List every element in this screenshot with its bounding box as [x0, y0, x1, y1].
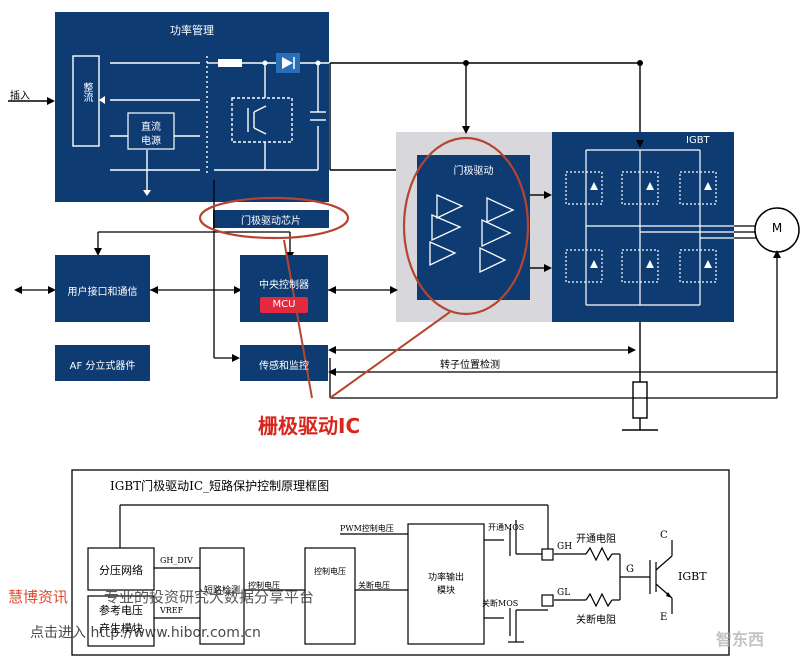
detect-block-label: 短路检测 — [203, 586, 240, 596]
collector-c-label: C — [660, 530, 668, 541]
watermark-brand: 慧博资讯 — [8, 588, 69, 606]
igbt-triangles — [590, 182, 712, 268]
gh-terminal — [541, 548, 554, 561]
callout-gate-driver-ic: 栅极驱动IC — [258, 414, 361, 438]
on-mos-label: 开通MOS — [488, 523, 525, 532]
schematic-frame — [71, 469, 730, 656]
callout-line-left — [283, 239, 313, 399]
control-lines — [20, 180, 777, 398]
schematic-title: IGBT门极驱动IC_短路保护控制原理框图 — [110, 479, 330, 493]
power-output-label-1: 功率输出 — [427, 573, 464, 583]
power-management-title: 功率管理 — [170, 24, 214, 37]
igbt-label: IGBT — [686, 135, 710, 146]
callout-line-right — [329, 311, 451, 399]
off-voltage-label: 关断电压 — [358, 581, 390, 590]
input-label: 插入 — [10, 91, 30, 102]
mcu-label: MCU — [272, 299, 296, 310]
gh-div-label: GH_DIV — [160, 556, 193, 565]
rotor-detect-label: 转子位置检测 — [440, 360, 500, 371]
gl-label: GL — [557, 588, 571, 598]
dc-supply-box — [127, 112, 175, 150]
ref-voltage-label-1: 参考电压 — [99, 604, 143, 617]
gl-terminal — [541, 594, 554, 607]
ref-voltage-label-2: 产生模块 — [99, 622, 143, 635]
highlight-ellipse-chip — [198, 196, 350, 240]
shunt-resistor — [632, 381, 648, 419]
control-voltage-label-2: 控制电压 — [314, 567, 346, 576]
gate-driver-chip-label: 门极驱动芯片 — [241, 216, 301, 227]
resistor-symbol — [218, 59, 242, 67]
watermark-slogan: 专业的投资研究大数据分享平台 — [104, 588, 315, 606]
af-discrete-label: AF 分立式器件 — [69, 361, 136, 372]
schematic-lines — [87, 504, 673, 647]
pwm-control-label: PWM控制电压 — [340, 524, 394, 533]
dc-supply-label-2: 电源 — [141, 136, 161, 147]
igbt-bridge-lines — [565, 149, 760, 306]
arrow-down-icon — [143, 190, 151, 196]
central-controller-label: 中央控制器 — [259, 280, 309, 291]
power-management-block — [55, 12, 329, 202]
gate-buffer-icons — [429, 194, 515, 274]
sensing-block — [240, 345, 328, 381]
dc-supply-label-1: 直流 — [141, 122, 161, 133]
igbt-block — [552, 132, 734, 322]
gate-g-label: G — [626, 564, 634, 575]
off-mos-label: 关断MOS — [482, 599, 519, 608]
diode-icon — [282, 57, 293, 69]
motor-label: M — [771, 221, 783, 235]
control-voltage-label-1: 控制电压 — [248, 581, 280, 590]
sensing-label: 传感和监控 — [259, 361, 309, 372]
gh-label: GH — [557, 542, 573, 552]
power-output-label-2: 模块 — [436, 586, 455, 596]
power-management-internal-lines — [72, 55, 330, 190]
igbt-symbol-label: IGBT — [678, 570, 707, 583]
user-interface-block — [55, 255, 150, 322]
highlight-ellipse-driver — [402, 136, 530, 316]
rectifier-label: 整流 — [81, 82, 92, 102]
watermark-link[interactable]: 点击进入 http://www.hibor.com.cn — [30, 625, 261, 641]
dc-bus-lines — [329, 62, 658, 431]
on-resistor-label: 开通电阻 — [576, 534, 616, 545]
af-discrete-block — [55, 345, 150, 381]
gate-driver-chip-block — [213, 210, 329, 228]
user-interface-label: 用户接口和通信 — [67, 287, 138, 298]
vref-label: VREF — [160, 606, 184, 615]
emitter-e-label: E — [660, 612, 668, 623]
gate-driver-label: 门极驱动 — [453, 166, 494, 177]
watermark-logo: 智东西 — [716, 630, 765, 649]
off-resistor-label: 关断电阻 — [576, 615, 616, 626]
divider-network-label: 分压网络 — [99, 564, 143, 577]
gate-driver-block — [417, 155, 530, 300]
